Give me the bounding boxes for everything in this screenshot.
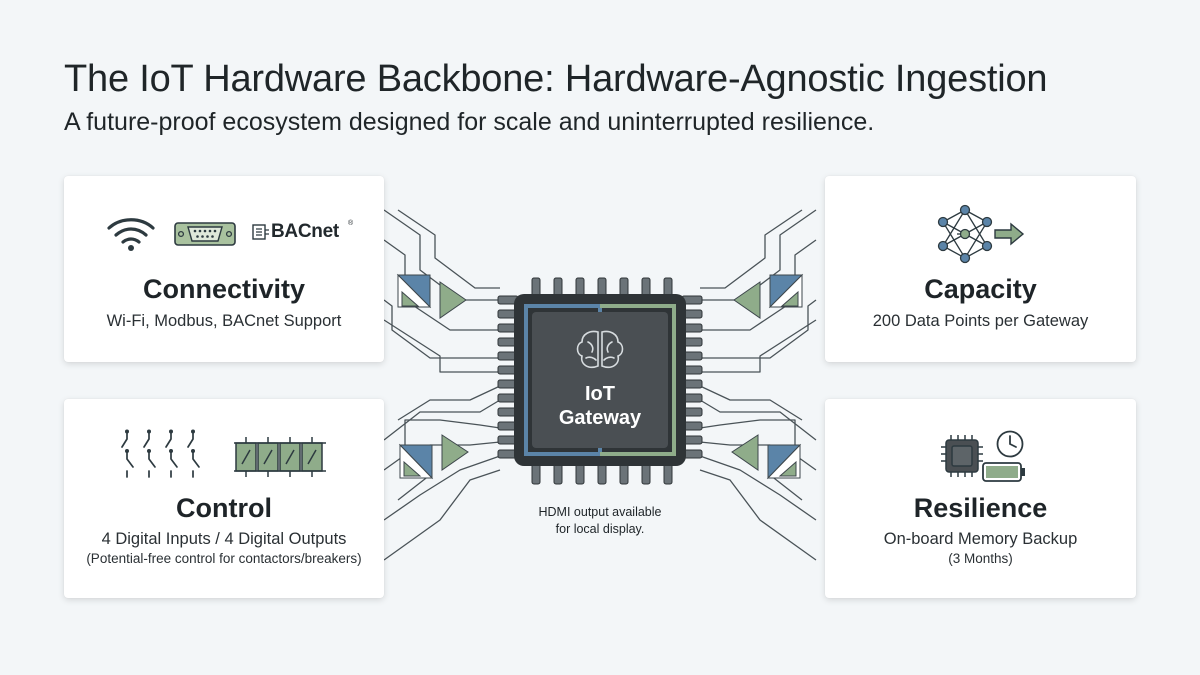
card-title: Connectivity <box>142 274 306 304</box>
chip-label-line2: Gateway <box>558 407 642 429</box>
card-description: 4 Digital Inputs / 4 Digital Outputs <box>101 530 347 548</box>
arrow-right-icon <box>994 222 1025 246</box>
switch-contacts-icon <box>121 429 200 478</box>
serial-port-icon <box>174 222 236 246</box>
bacnet-logo-mark: ® <box>348 220 354 227</box>
card-description: On-board Memory Backup <box>883 530 1078 548</box>
wifi-icon <box>107 218 155 251</box>
accent-triangles-right <box>731 273 804 480</box>
capacity-card: Capacity 200 Data Points per Gateway <box>825 176 1136 362</box>
battery-icon <box>982 462 1025 482</box>
circuit-traces-right <box>699 209 817 561</box>
card-note: (Potential-free control for contactors/b… <box>86 551 362 566</box>
bacnet-logo-icon <box>252 224 269 240</box>
chip-label-line1: IoT <box>585 383 615 405</box>
clock-icon <box>996 430 1024 458</box>
page-title: The IoT Hardware Backbone: Hardware-Agno… <box>64 58 1048 100</box>
card-note: (3 Months) <box>948 551 1013 566</box>
card-description: 200 Data Points per Gateway <box>872 312 1089 330</box>
card-title: Capacity <box>924 274 1037 304</box>
relay-block-icon <box>234 437 326 477</box>
resilience-card: Resilience On-board Memory Backup (3 Mon… <box>825 399 1136 598</box>
hdmi-note-line2: for local display. <box>555 522 645 536</box>
hdmi-note-line1: HDMI output available <box>538 505 662 519</box>
accent-triangles-left <box>396 273 469 480</box>
chip-body <box>514 294 686 466</box>
control-card: Control 4 Digital Inputs / 4 Digital Out… <box>64 399 384 598</box>
neural-network-icon <box>937 204 1025 264</box>
circuit-traces-left <box>383 209 501 561</box>
memory-chip-icon <box>941 435 983 477</box>
page-subtitle: A future-proof ecosystem designed for sc… <box>64 108 875 136</box>
card-title: Resilience <box>913 493 1048 523</box>
card-title: Control <box>176 493 272 523</box>
card-description: Wi-Fi, Modbus, BACnet Support <box>106 312 342 330</box>
brain-icon <box>576 330 624 369</box>
bacnet-logo-text: BACnet <box>271 221 339 242</box>
connectivity-card: BACnet ® Connectivity Wi-Fi, Modbus, BAC… <box>64 176 384 362</box>
